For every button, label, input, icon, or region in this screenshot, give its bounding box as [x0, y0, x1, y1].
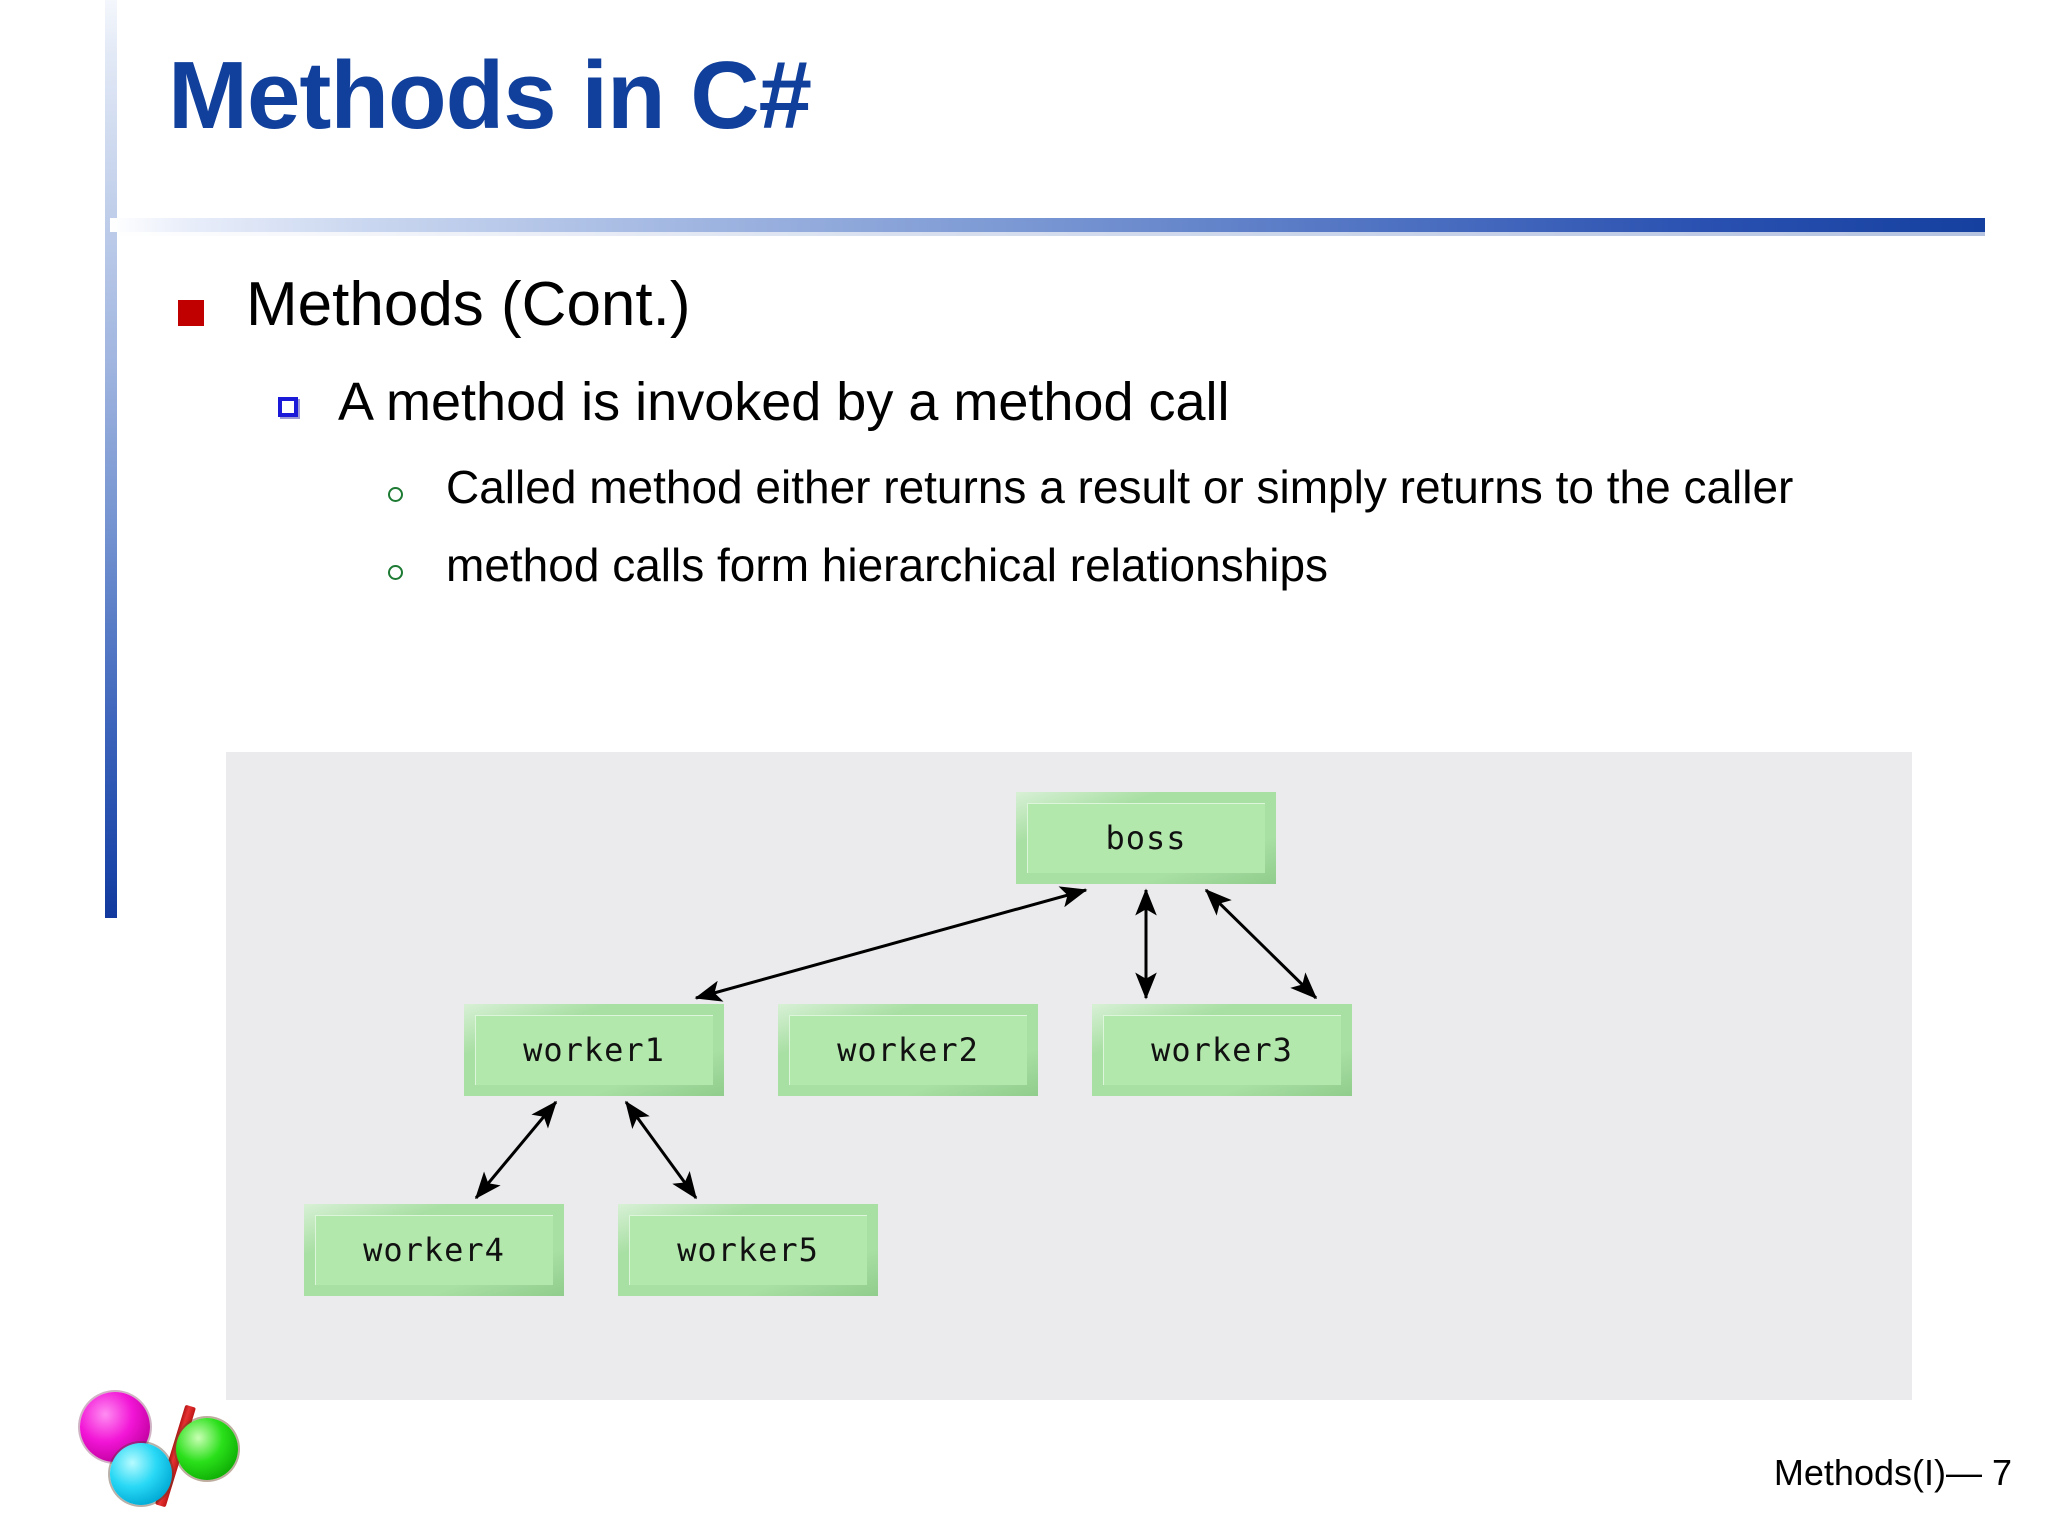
bullet-item-level2: A method is invoked by a method call	[278, 372, 2048, 442]
red-square-bullet-icon	[178, 300, 204, 326]
green-sphere-icon	[176, 1418, 238, 1480]
node-label: worker4	[363, 1231, 505, 1269]
slide-footer: Methods(I)— 7	[1773, 1452, 2012, 1493]
node-inner-face	[315, 1215, 553, 1285]
method-call-hierarchy-diagram: boss worker1 worker2 worker3 worker4 wor…	[226, 752, 1912, 1400]
node-inner-face	[475, 1015, 713, 1085]
title-divider-shadow	[110, 232, 1985, 236]
node-label: worker2	[837, 1031, 979, 1069]
blue-hollow-square-bullet-icon	[278, 397, 298, 417]
diagram-node-worker2[interactable]: worker2	[778, 1004, 1038, 1096]
diagram-node-boss[interactable]: boss	[1016, 792, 1276, 884]
bullet-text: method calls form hierarchical relations…	[446, 539, 1329, 591]
bullet-item-level3: method calls form hierarchical relations…	[388, 538, 2048, 598]
green-hollow-circle-bullet-icon	[388, 487, 403, 502]
bullet-text: A method is invoked by a method call	[338, 372, 1230, 432]
diagram-node-worker1[interactable]: worker1	[464, 1004, 724, 1096]
green-hollow-circle-bullet-icon	[388, 565, 403, 580]
cyan-sphere-icon	[110, 1443, 172, 1505]
node-inner-face	[629, 1215, 867, 1285]
diagram-node-worker3[interactable]: worker3	[1092, 1004, 1352, 1096]
node-label: boss	[1105, 819, 1187, 857]
title-block: Methods in C#	[0, 0, 2048, 236]
node-label: worker5	[677, 1231, 819, 1269]
title-divider	[110, 218, 1985, 232]
node-label: worker3	[1151, 1031, 1293, 1069]
bullet-item-level1: Methods (Cont.)	[178, 270, 2048, 348]
node-inner-face	[789, 1015, 1027, 1085]
bullet-list: Methods (Cont.) A method is invoked by a…	[0, 270, 2048, 598]
node-label: worker1	[523, 1031, 665, 1069]
diagram-node-worker4[interactable]: worker4	[304, 1204, 564, 1296]
bullet-item-level3: Called method either returns a result or…	[388, 460, 2048, 520]
node-inner-face	[1103, 1015, 1341, 1085]
page-title: Methods in C#	[168, 42, 812, 149]
bullet-text: Methods (Cont.)	[246, 270, 691, 339]
three-spheres-logo	[78, 1388, 278, 1520]
diagram-node-worker5[interactable]: worker5	[618, 1204, 878, 1296]
bullet-text: Called method either returns a result or…	[446, 461, 1794, 513]
node-inner-face	[1027, 803, 1265, 873]
